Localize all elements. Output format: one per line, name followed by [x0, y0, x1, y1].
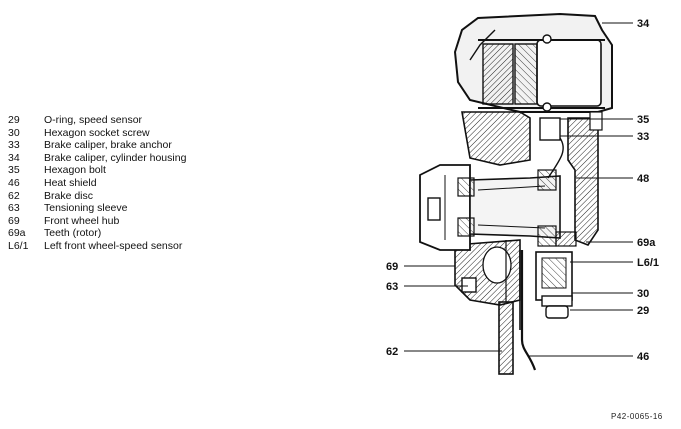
callout-30: 30: [637, 288, 649, 300]
callout-l6-1: L6/1: [637, 257, 659, 269]
callout-62: 62: [386, 346, 398, 358]
parts-legend: 29 O-ring, speed sensor 30 Hexagon socket …: [8, 114, 258, 253]
legend-text: Heat shield: [44, 176, 97, 189]
callout-63: 63: [386, 281, 398, 293]
callout-46: 46: [637, 351, 649, 363]
legend-text: Hexagon bolt: [44, 164, 106, 177]
legend-text: Front wheel hub: [44, 214, 120, 227]
legend-row-30: 30 Hexagon socket screw: [8, 127, 258, 140]
legend-row-69: 69 Front wheel hub: [8, 215, 258, 228]
legend-text: Teeth (rotor): [44, 227, 102, 240]
rotor-teeth: [547, 137, 577, 247]
legend-num: 62: [8, 189, 20, 202]
legend-row-29: 29 O-ring, speed sensor: [8, 114, 258, 127]
brake-disc: [498, 240, 514, 375]
callout-35: 35: [637, 114, 649, 126]
callout-48: 48: [637, 173, 649, 185]
figure-code: P42-0065-16: [611, 412, 663, 421]
legend-row-63: 63 Tensioning sleeve: [8, 202, 258, 215]
legend-num: L6/1: [8, 239, 29, 252]
legend-text: Left front wheel-speed sensor: [44, 239, 183, 252]
legend-text: Hexagon socket screw: [44, 126, 150, 139]
caliper-cylinder-housing: [453, 12, 613, 113]
legend-num: 69a: [8, 227, 26, 240]
legend-num: 69: [8, 214, 20, 227]
legend-row-46: 46 Heat shield: [8, 177, 258, 190]
legend-num: 46: [8, 176, 20, 189]
legend-num: 34: [8, 151, 20, 164]
legend-num: 35: [8, 164, 20, 177]
callout-69: 69: [386, 261, 398, 273]
callout-leaders: [404, 22, 633, 357]
callout-69a: 69a: [637, 237, 656, 249]
legend-row-69a: 69a Teeth (rotor): [8, 227, 258, 240]
legend-row-62: 62 Brake disc: [8, 190, 258, 203]
callout-33: 33: [637, 131, 649, 143]
callout-34: 34: [637, 18, 650, 30]
legend-row-35: 35 Hexagon bolt: [8, 164, 258, 177]
legend-num: 30: [8, 126, 20, 139]
legend-num: 63: [8, 202, 20, 215]
callout-29: 29: [637, 305, 649, 317]
legend-text: Tensioning sleeve: [44, 202, 128, 215]
legend-row-34: 34 Brake caliper, cylinder housing: [8, 152, 258, 165]
legend-text: Brake caliper, brake anchor: [44, 139, 172, 152]
legend-text: Brake caliper, cylinder housing: [44, 151, 187, 164]
legend-text: O-ring, speed sensor: [44, 114, 143, 126]
wheel-speed-sensor: [519, 250, 573, 330]
tensioning-sleeve: [461, 277, 477, 293]
legend-num: 33: [8, 139, 20, 152]
legend-text: Brake disc: [44, 189, 94, 202]
legend-row-33: 33 Brake caliper, brake anchor: [8, 139, 258, 152]
heat-shield: [520, 250, 537, 371]
legend-row-l6-1: L6/1 Left front wheel-speed sensor: [8, 240, 258, 253]
wheel-hub: [419, 164, 561, 251]
legend-num: 29: [8, 114, 20, 126]
